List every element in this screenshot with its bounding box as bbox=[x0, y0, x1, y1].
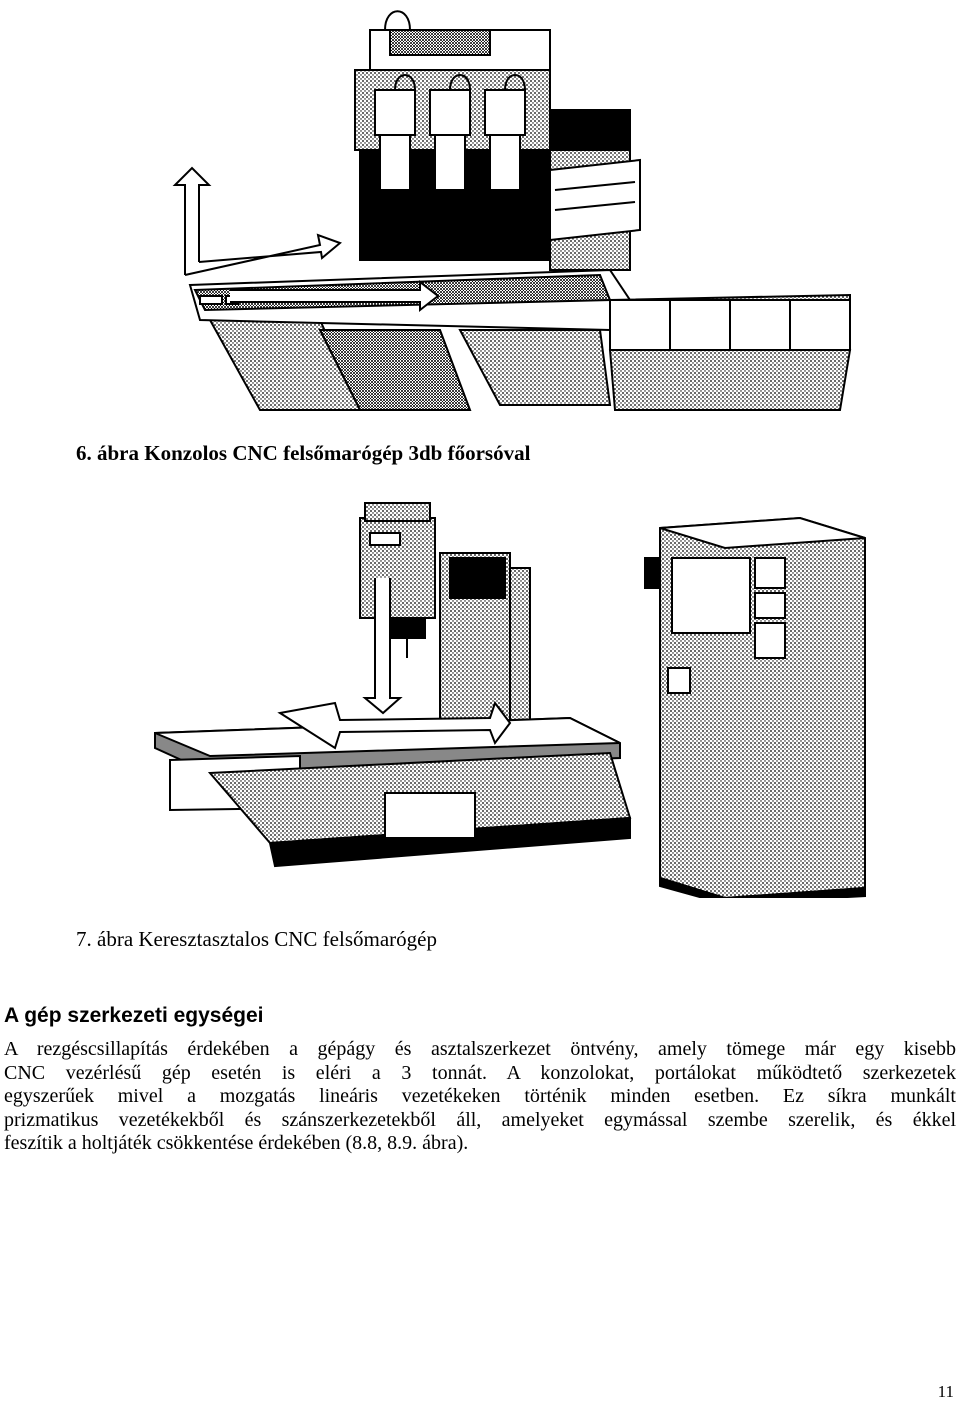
paragraph-line: CNC vezérlésű gép esetén is eléri a 3 to… bbox=[4, 1061, 956, 1084]
section-body-paragraph: A rezgéscsillapítás érdekében a gépágy é… bbox=[4, 1038, 956, 1156]
paragraph-line: egyszerűek mivel a mozgatás lineáris vez… bbox=[4, 1085, 956, 1107]
section-heading: A gép szerkezeti egységei bbox=[4, 1004, 264, 1027]
paragraph-line: feszítik a holtjáték csökkentése érdekéb… bbox=[4, 1132, 469, 1154]
paragraph-line: prizmatikus vezetékekből és szánszerkeze… bbox=[4, 1108, 956, 1131]
figure-6-caption: 6. ábra Konzolos CNC felsőmarógép 3db fő… bbox=[76, 441, 531, 465]
figure-7-caption: 7. ábra Keresztasztalos CNC felsőmarógép bbox=[76, 927, 437, 951]
figure-7-cnc-router-illustration bbox=[154, 502, 866, 898]
paragraph-line: A rezgéscsillapítás érdekében a gépágy é… bbox=[4, 1038, 956, 1060]
page-number: 11 bbox=[937, 1382, 954, 1401]
figure-6-cnc-router-illustration bbox=[172, 10, 852, 411]
